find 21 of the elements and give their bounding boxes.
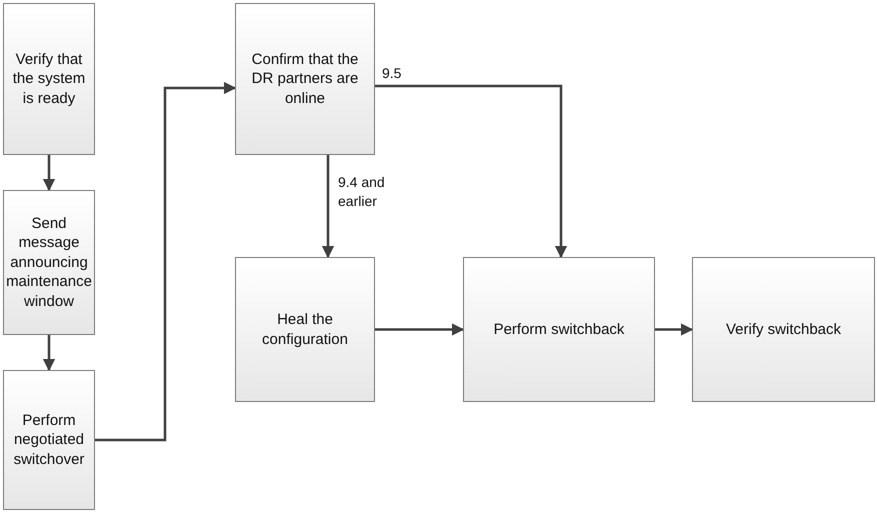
box-text: Perform switchback xyxy=(492,320,626,340)
process-box xyxy=(692,257,875,402)
arrow xyxy=(42,155,56,192)
box-text: Verify that the system is ready xyxy=(12,50,86,108)
arrow xyxy=(375,84,568,258)
arrow xyxy=(375,323,464,336)
process-box xyxy=(3,3,95,155)
process-box xyxy=(3,370,95,510)
box-text: Heal the configuration xyxy=(261,310,349,349)
process-box xyxy=(235,257,375,402)
box-text: Perform negotiated switchover xyxy=(12,410,86,470)
box-text: Confirm that the DR partners are online xyxy=(250,50,360,108)
arrow xyxy=(42,335,56,372)
box-text: Verify switchback xyxy=(724,320,842,340)
arrow xyxy=(322,155,334,258)
box-text: Send message announcing maintenance window xyxy=(5,214,93,312)
arrow xyxy=(655,323,694,336)
process-box xyxy=(235,3,375,155)
process-box xyxy=(463,257,655,402)
arrow xyxy=(95,82,236,442)
process-box xyxy=(3,190,95,335)
